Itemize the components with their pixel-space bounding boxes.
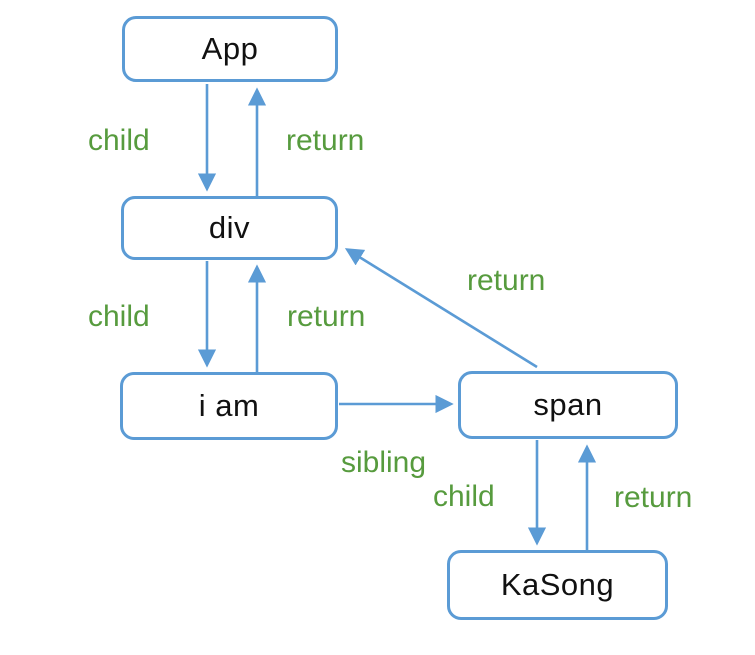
edge-label-app-div-child: child (88, 124, 150, 157)
node-div-label: div (208, 210, 251, 245)
edge-label-iam-span-sibling: sibling (341, 446, 427, 479)
edge-label-div-app-return: return (286, 124, 365, 157)
node-kasong-label: KaSong (500, 567, 615, 602)
edge-label-iam-div-return: return (287, 300, 366, 333)
edge-label-div-iam-child: child (88, 300, 150, 333)
node-iam: i am (120, 372, 338, 440)
node-kasong: KaSong (447, 550, 668, 620)
node-iam-label: i am (198, 388, 260, 423)
node-app: App (122, 16, 338, 82)
edge-label-span-kasong-child: child (433, 480, 495, 513)
node-span-label: span (533, 387, 603, 422)
edge-label-span-div-return: return (467, 264, 546, 297)
node-app-label: App (201, 31, 259, 66)
edge-label-kasong-span-return: return (614, 481, 693, 514)
node-div: div (121, 196, 338, 260)
node-span: span (458, 371, 678, 439)
